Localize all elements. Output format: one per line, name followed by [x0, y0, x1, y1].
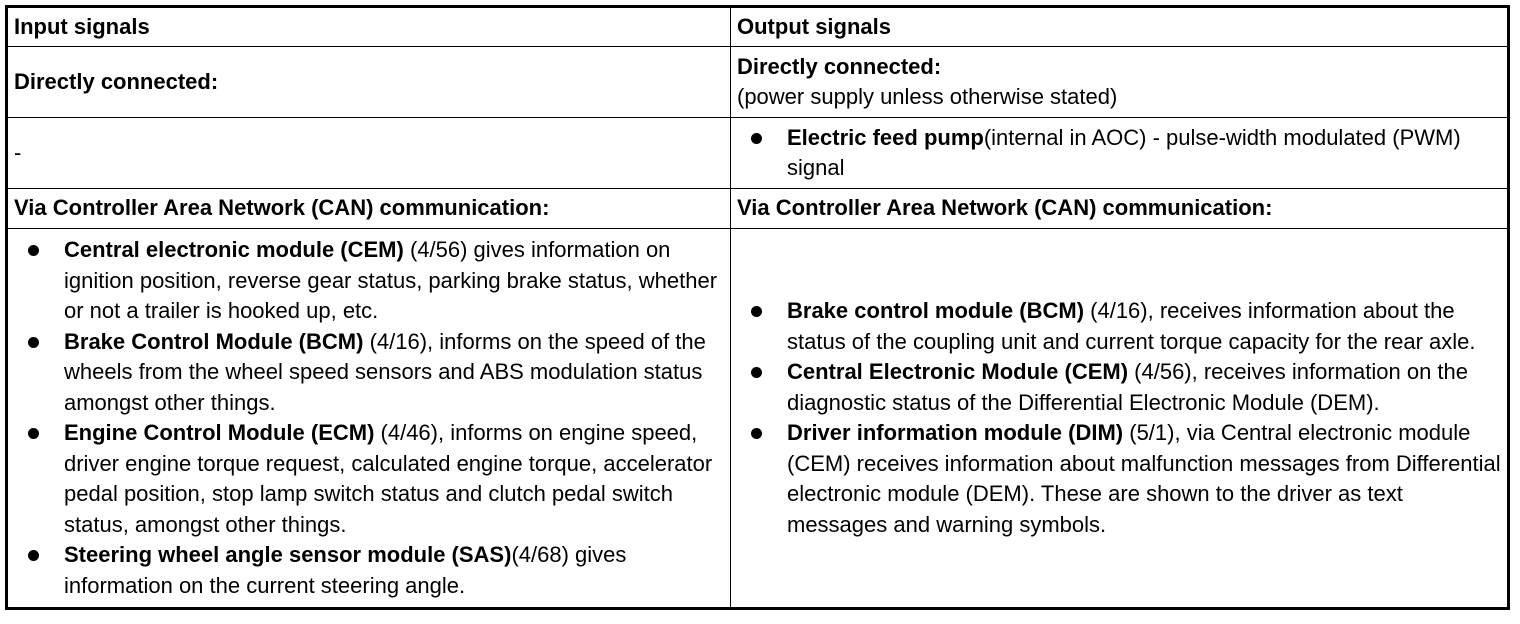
- input-signals-header: Input signals: [6, 6, 731, 47]
- list-item: Steering wheel angle sensor module (SAS)…: [14, 540, 724, 601]
- bullet-icon: [751, 428, 762, 439]
- input-signals-title: Input signals: [14, 13, 150, 39]
- input-can-cell: Via Controller Area Network (CAN) commun…: [6, 188, 731, 229]
- output-can-label: Via Controller Area Network (CAN) commun…: [737, 195, 1273, 221]
- bullet-icon: [751, 306, 762, 317]
- signal-description: (4/46), informs on engine speed, driver …: [64, 420, 713, 537]
- output-direct-signals-cell: Electric feed pump(internal in AOC) - pu…: [730, 117, 1509, 189]
- signal-module-name: Driver information module (DIM): [787, 420, 1124, 445]
- list-item: Electric feed pump(internal in AOC) - pu…: [737, 123, 1501, 184]
- input-direct-signals-cell: -: [6, 117, 731, 189]
- bullet-icon: [28, 428, 39, 439]
- bullet-icon: [28, 336, 39, 348]
- directly-connected-row: Directly connected: Directly connected: …: [6, 46, 1509, 118]
- signal-module-name: Central Electronic Module (CEM): [787, 359, 1129, 384]
- input-directly-connected-label: Directly connected:: [14, 68, 219, 94]
- signal-module-name: Engine Control Module (ECM): [64, 420, 375, 445]
- signal-description: (4/56), receives information on the diag…: [787, 359, 1468, 415]
- header-row: Input signals Output signals: [6, 6, 1509, 47]
- output-can-signals-list: Brake control module (BCM) (4/16), recei…: [737, 296, 1501, 540]
- list-item: Engine Control Module (ECM) (4/46), info…: [14, 418, 724, 540]
- list-item: Brake Control Module (BCM) (4/16), infor…: [14, 327, 724, 419]
- input-direct-signals-value: -: [14, 139, 22, 165]
- output-directly-connected-note: (power supply unless otherwise stated): [737, 84, 1118, 109]
- output-signals-header: Output signals: [730, 6, 1509, 47]
- signal-description: (internal in AOC) - pulse-width modulate…: [787, 124, 1461, 181]
- input-can-signals-cell: Central electronic module (CEM) (4/56) g…: [6, 228, 731, 609]
- can-communication-row: Via Controller Area Network (CAN) commun…: [6, 188, 1509, 229]
- signal-module-name: Central electronic module (CEM): [64, 237, 404, 262]
- output-signals-title: Output signals: [737, 13, 891, 39]
- list-item: Brake control module (BCM) (4/16), recei…: [737, 296, 1501, 357]
- bullet-icon: [751, 367, 762, 378]
- input-directly-connected-cell: Directly connected:: [6, 46, 731, 118]
- signal-description: (4/16), informs on the speed of the whee…: [64, 328, 706, 415]
- signal-description: (4/68) gives information on the current …: [64, 542, 627, 598]
- can-signals-row: Central electronic module (CEM) (4/56) g…: [6, 228, 1509, 609]
- signal-module-name: Brake control module (BCM): [787, 298, 1085, 323]
- bullet-icon: [28, 550, 39, 561]
- output-directly-connected-label: Directly connected:: [737, 53, 942, 79]
- input-can-label: Via Controller Area Network (CAN) commun…: [14, 195, 550, 221]
- signal-module-name: Electric feed pump: [787, 124, 984, 150]
- output-can-signals-cell: Brake control module (BCM) (4/16), recei…: [730, 228, 1509, 609]
- input-can-signals-list: Central electronic module (CEM) (4/56) g…: [14, 235, 724, 601]
- output-can-cell: Via Controller Area Network (CAN) commun…: [730, 188, 1509, 229]
- signal-module-name: Brake Control Module (BCM): [64, 328, 364, 354]
- bullet-icon: [28, 245, 39, 256]
- list-item: Central electronic module (CEM) (4/56) g…: [14, 235, 724, 327]
- signals-table: Input signals Output signals Directly co…: [5, 5, 1510, 610]
- output-direct-signals-list: Electric feed pump(internal in AOC) - pu…: [737, 123, 1501, 184]
- signal-description: (4/16), receives information about the s…: [787, 298, 1476, 354]
- output-directly-connected-cell: Directly connected: (power supply unless…: [730, 46, 1509, 118]
- signal-description: (4/56) gives information on ignition pos…: [64, 237, 718, 323]
- bullet-icon: [751, 132, 762, 144]
- direct-signals-row: - Electric feed pump(internal in AOC) - …: [6, 117, 1509, 189]
- signal-description: (5/1), via Central electronic module (CE…: [787, 420, 1501, 537]
- signal-module-name: Steering wheel angle sensor module (SAS): [64, 542, 512, 567]
- list-item: Driver information module (DIM) (5/1), v…: [737, 418, 1501, 540]
- list-item: Central Electronic Module (CEM) (4/56), …: [737, 357, 1501, 418]
